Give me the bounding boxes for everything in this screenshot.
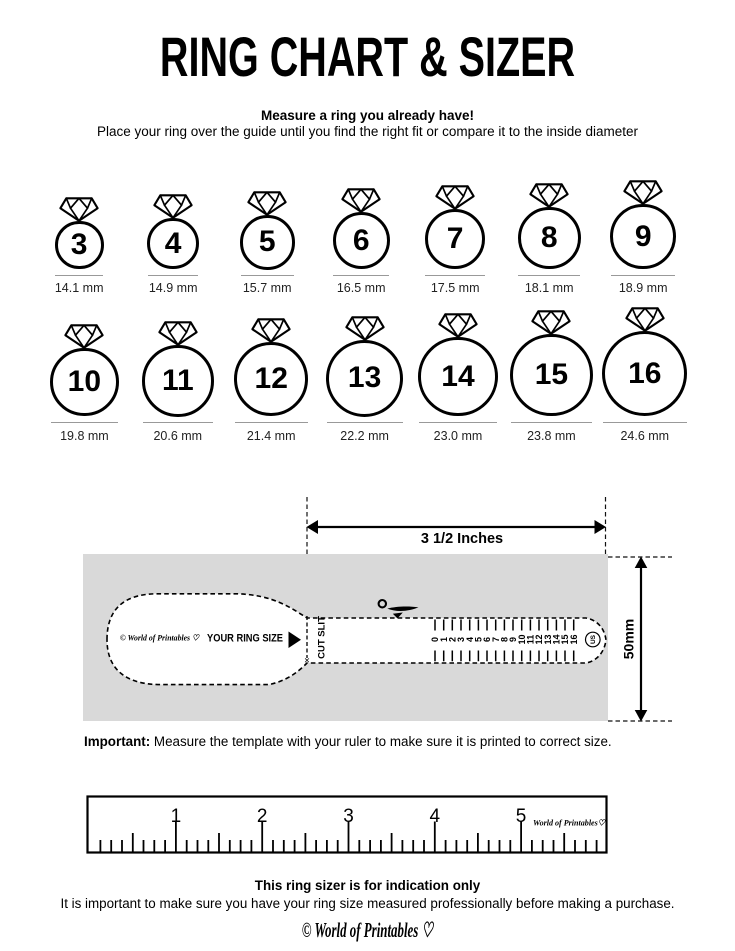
svg-text:✕: ✕: [304, 656, 310, 665]
svg-text:US: US: [590, 634, 597, 644]
svg-text:8: 8: [500, 637, 510, 642]
svg-text:2: 2: [257, 806, 268, 827]
svg-text:10: 10: [517, 634, 527, 644]
svg-text:13: 13: [543, 634, 553, 644]
svg-text:© World of Printables ♡: © World of Printables ♡: [120, 633, 200, 643]
svg-text:15: 15: [560, 634, 570, 644]
svg-text:CUT SLIT: CUT SLIT: [317, 616, 328, 659]
svg-text:3 1/2 Inches: 3 1/2 Inches: [421, 531, 503, 547]
svg-text:World of Printables♡: World of Printables♡: [533, 818, 606, 828]
svg-text:16: 16: [569, 634, 579, 644]
svg-text:6: 6: [482, 637, 492, 642]
svg-text:3: 3: [456, 637, 466, 642]
svg-text:4: 4: [465, 637, 475, 642]
svg-text:4: 4: [430, 806, 441, 827]
svg-text:5: 5: [474, 637, 484, 642]
svg-text:12: 12: [534, 634, 544, 644]
svg-text:50mm: 50mm: [621, 619, 637, 659]
svg-text:1: 1: [171, 806, 182, 827]
svg-text:0: 0: [430, 637, 440, 642]
svg-text:5: 5: [516, 806, 527, 827]
svg-text:2: 2: [448, 637, 458, 642]
svg-text:11: 11: [526, 635, 536, 645]
svg-text:1: 1: [439, 637, 449, 642]
svg-text:7: 7: [491, 637, 501, 642]
svg-text:9: 9: [508, 637, 518, 642]
svg-text:YOUR RING SIZE: YOUR RING SIZE: [207, 633, 283, 645]
svg-text:3: 3: [343, 806, 354, 827]
svg-text:14: 14: [552, 634, 562, 644]
